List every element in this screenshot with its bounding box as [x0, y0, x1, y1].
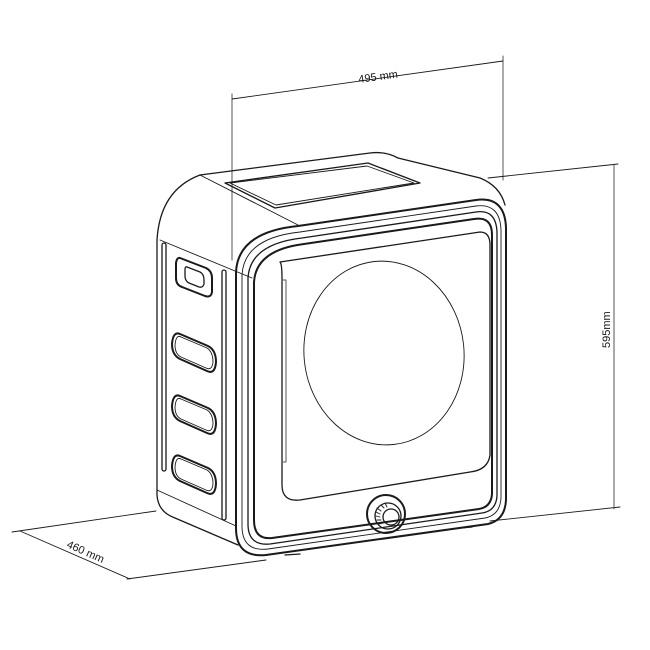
depth-extension-front [126, 559, 267, 580]
top-lid [224, 162, 421, 209]
width-label: 495 mm [358, 69, 399, 86]
top-lid-inner [229, 165, 415, 206]
door-hinge-step [281, 279, 287, 463]
side-rail-left [161, 242, 167, 472]
depth-dimension: 460 mm [11, 510, 267, 580]
front-frame-ring-1 [241, 205, 502, 550]
top-side-crease [199, 174, 299, 226]
vent-slot-3 [171, 454, 217, 495]
top-back-edge [199, 151, 506, 206]
feet [284, 526, 473, 556]
top-lid-outer [224, 162, 421, 209]
height-extension-top [487, 163, 619, 179]
knob-outer-ring [366, 494, 406, 534]
height-dimension: 595mm [487, 163, 621, 522]
height-label: 595mm [601, 311, 613, 348]
recessed-handle[interactable] [175, 256, 213, 298]
dryer-body [156, 151, 507, 557]
side-panel-outline [156, 174, 239, 546]
depth-dimension-line [19, 530, 131, 580]
knob-grip-ridges [375, 502, 388, 525]
door-panel [279, 231, 491, 501]
vent-slot-1 [171, 332, 217, 373]
front-frame-outer [235, 198, 507, 557]
side-panel-details [161, 242, 227, 521]
knob-cap [382, 508, 400, 526]
vent-slot-2 [171, 394, 217, 435]
width-dimension-line [231, 60, 504, 100]
side-rail-right [221, 269, 227, 521]
front-frame-ring-2 [247, 211, 498, 545]
depth-extension-back [11, 510, 157, 533]
width-dimension: 495 mm [231, 55, 504, 261]
front-panel [253, 217, 493, 540]
height-extension-bottom [489, 506, 621, 522]
circular-door-window [303, 260, 465, 446]
knob-body [374, 502, 402, 530]
program-knob[interactable] [366, 494, 406, 534]
depth-label: 460 mm [65, 539, 106, 566]
